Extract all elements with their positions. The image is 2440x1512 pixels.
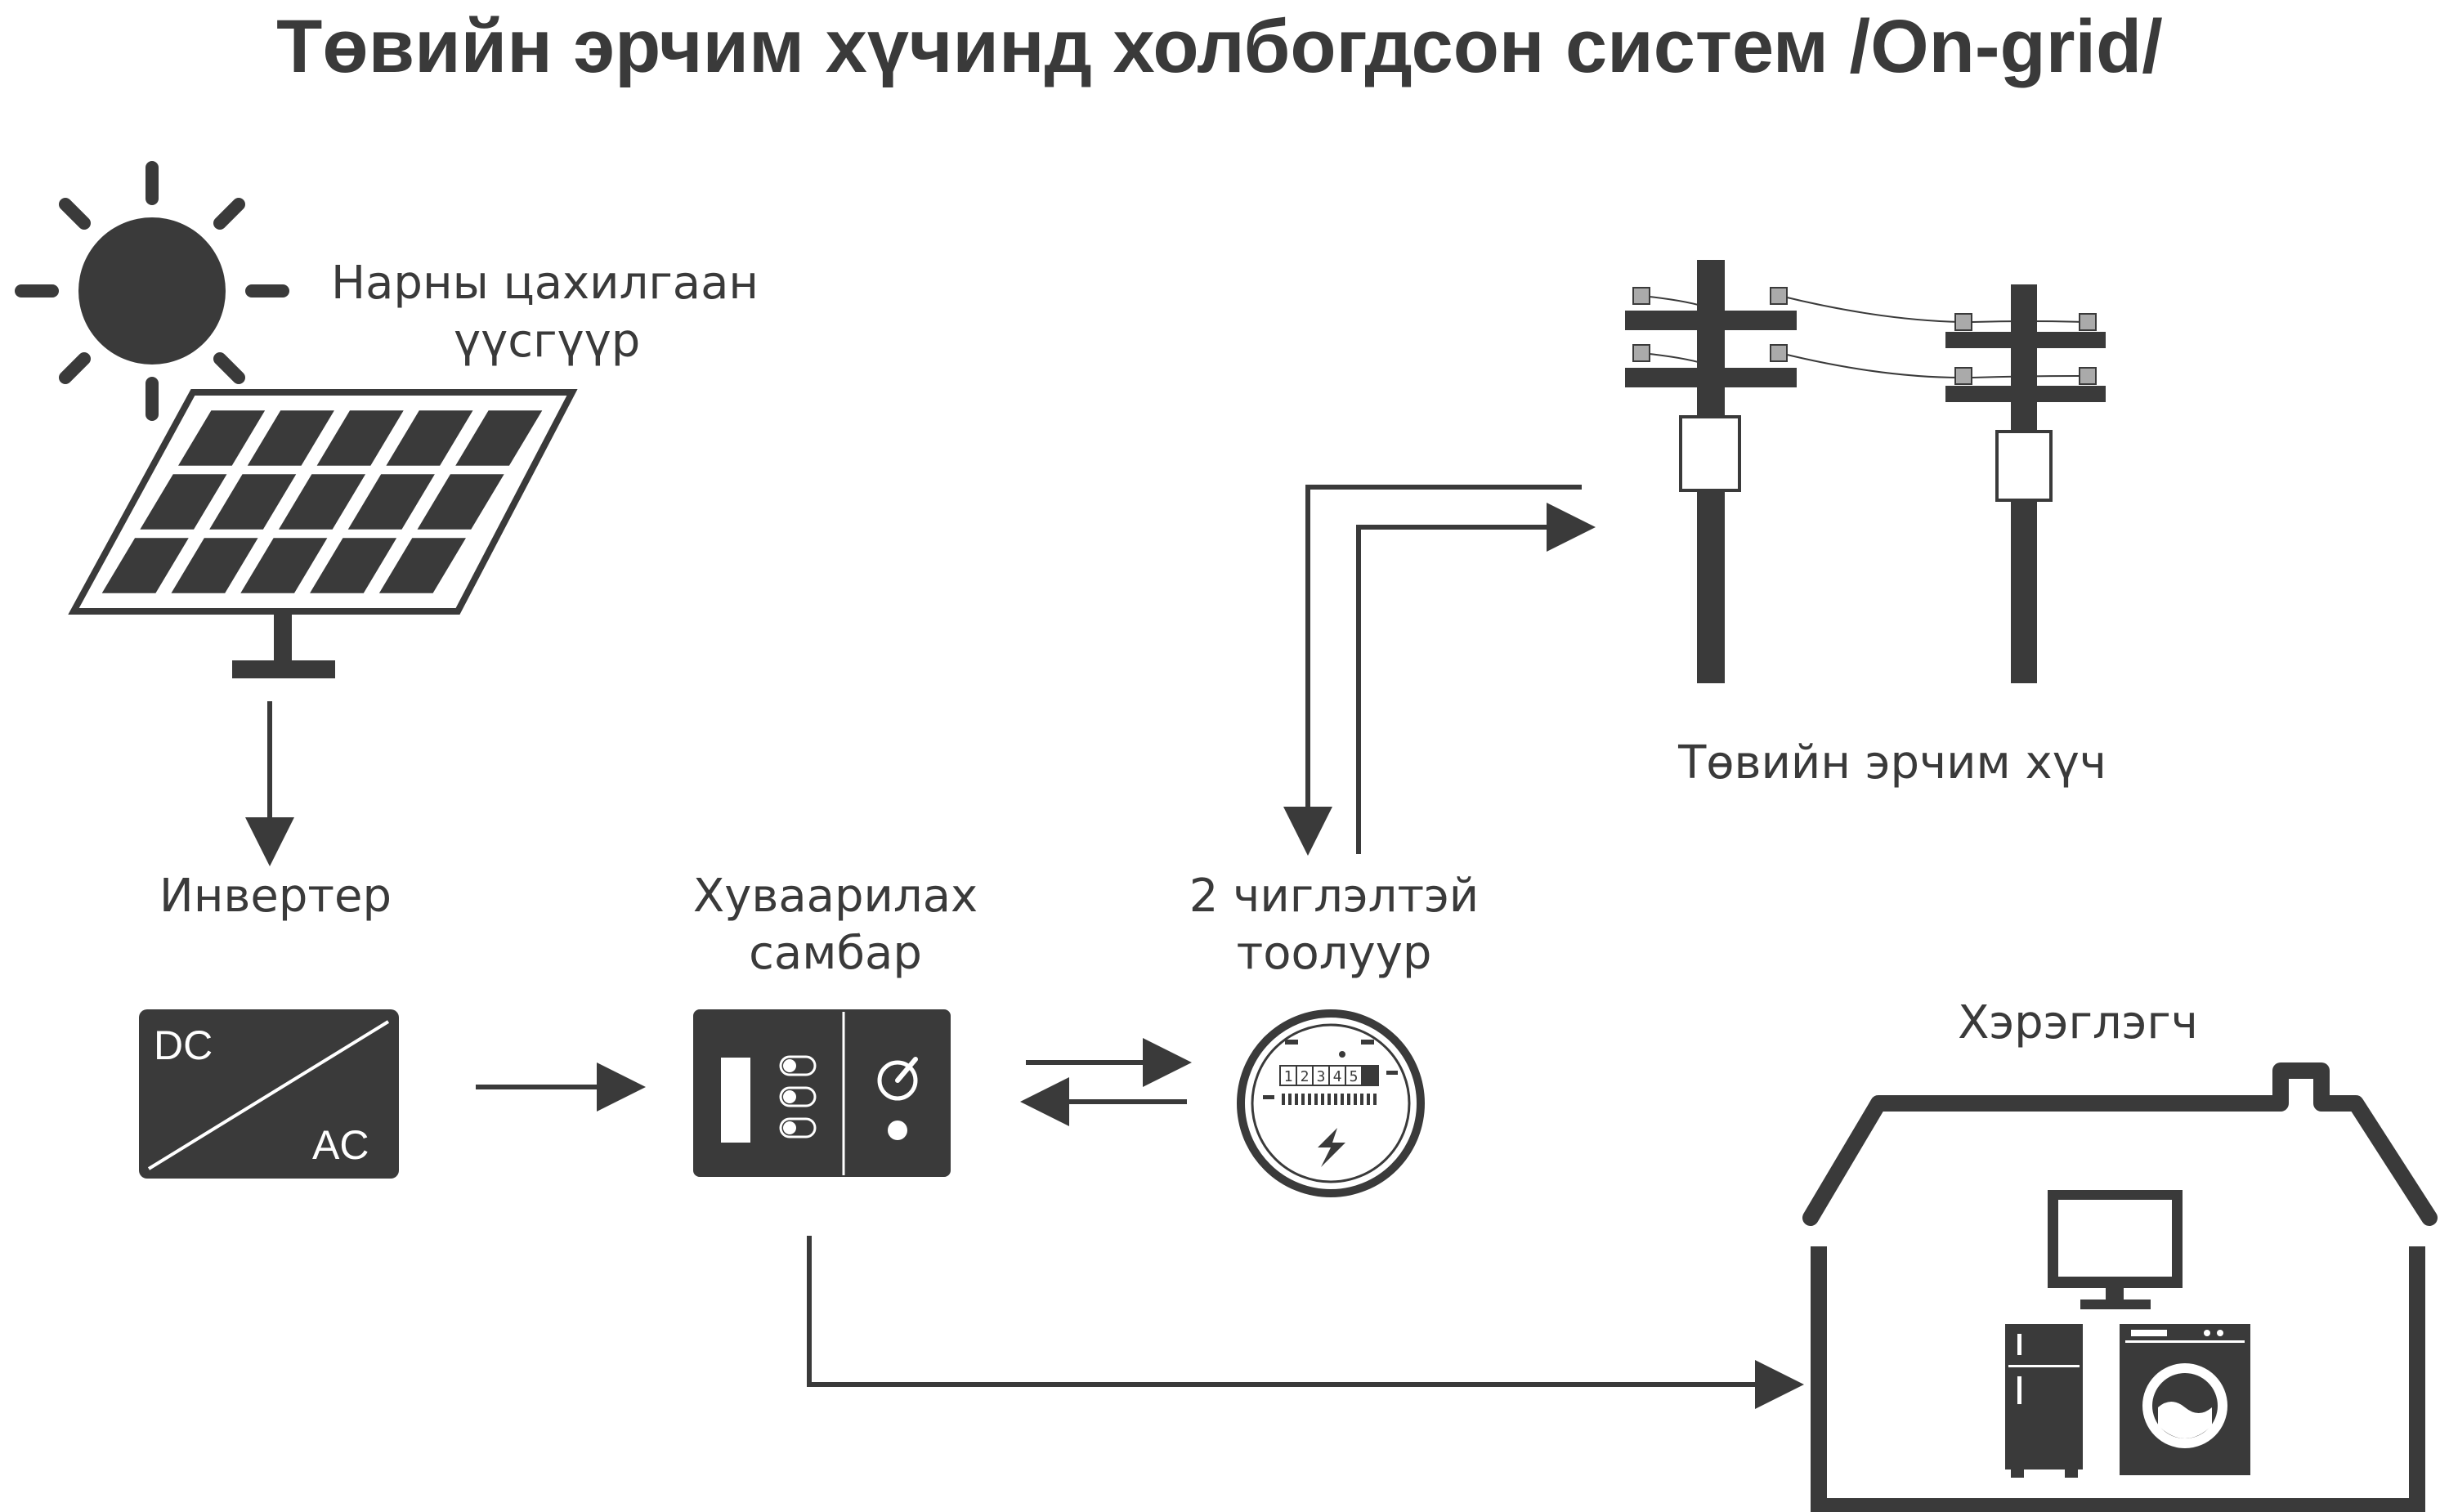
meter-tick [1321,1094,1324,1105]
meter-digit: 3 [1317,1068,1326,1085]
meter-digit: 5 [1350,1068,1359,1085]
meter-digit: 2 [1301,1068,1310,1085]
utility-pole-icon [1625,260,2106,683]
meter-tick [1360,1094,1363,1105]
meter-digit: 1 [1284,1068,1293,1085]
consumer-label: Хэрэглэгч [1958,996,2198,1049]
solar-panel-icon [68,389,578,678]
meter-tick [1308,1094,1311,1105]
solar-label-line2: үүсгүүр [454,315,640,368]
fridge-icon [2005,1324,2083,1478]
meter-tick [1347,1094,1350,1105]
grid-label: Төвийн эрчим хүч [1677,736,2106,790]
meter-tick [1282,1094,1285,1105]
meter-digit: 4 [1333,1068,1342,1085]
solar-cell [310,538,397,593]
inverter-dc-text: DC [154,1022,213,1068]
meter-tick [1341,1094,1344,1105]
solar-cell [378,538,466,593]
meter-tick [1334,1094,1337,1105]
inverter-icon: DC AC [139,1009,399,1179]
meter-tick [1301,1094,1305,1105]
meter-tick [1373,1094,1377,1105]
sun-icon [15,161,289,421]
meter-tick [1288,1094,1292,1105]
meter-digit: 6 [1366,1068,1375,1085]
arrow-panel-to-house [807,1236,1804,1409]
arrow-grid-to-meter [1283,485,1582,856]
meter-tick [1327,1094,1331,1105]
house-icon [1802,1062,2438,1512]
solar-cell [386,410,473,466]
meter-label-line2: тоолуур [1237,927,1432,980]
solar-cell [316,410,404,466]
meter-tick [1354,1094,1357,1105]
distribution-panel-icon [693,1009,951,1177]
meter-tick [1314,1094,1318,1105]
arrow-meter-to-grid [1356,503,1596,854]
solar-cell [171,538,258,593]
meter-tick [1295,1094,1298,1105]
solar-cell [417,474,504,530]
solar-cell [278,474,366,530]
solar-cell [209,474,297,530]
meter-label-line1: 2 чиглэлтэй [1189,870,1479,923]
page-title: Төвийн эрчим хүчинд холбогдсон систем /O… [276,5,2163,88]
panel-label-line1: Хуваарилах [693,870,978,923]
solar-cell [247,410,334,466]
meter-tick [1367,1094,1370,1105]
inverter-ac-text: AC [312,1122,369,1168]
panel-label-line2: самбар [749,927,922,980]
solar-cell [240,538,328,593]
solar-cell [140,474,227,530]
solar-cell [101,538,189,593]
solar-cell [347,474,435,530]
washing-machine-icon [2120,1324,2250,1475]
solar-cell [178,410,266,466]
solar-cell [455,410,543,466]
tv-icon [2048,1190,2183,1309]
meter-digit-box [1361,1065,1379,1086]
solar-label-line1: Нарны цахилгаан [331,257,759,310]
inverter-label: Инвертер [159,870,392,923]
